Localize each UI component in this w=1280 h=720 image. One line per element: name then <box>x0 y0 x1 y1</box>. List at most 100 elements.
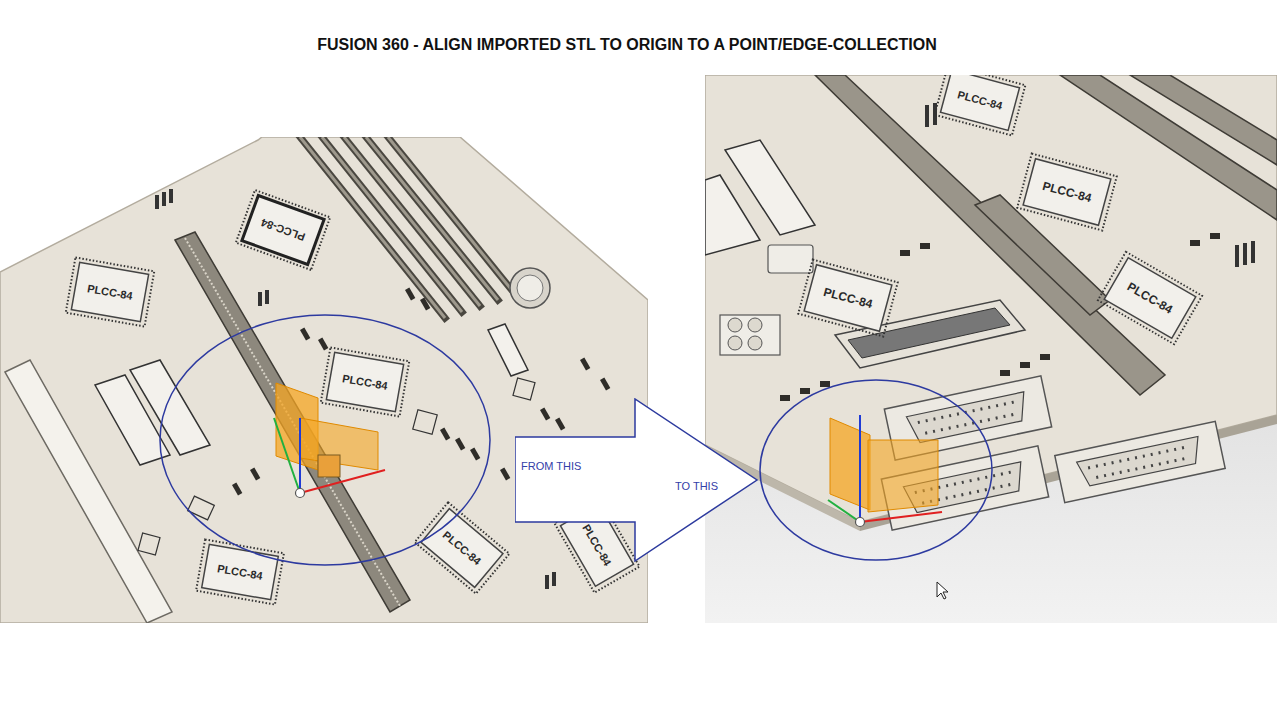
db25-connectors-part-part <box>906 392 1029 444</box>
db25-connectors-part-part <box>1088 446 1190 468</box>
smd-pads-part <box>920 243 930 249</box>
dip-chips-part <box>130 360 210 455</box>
smd-pads-part <box>300 328 310 341</box>
pin-headers-part <box>169 189 173 203</box>
small-ic-part <box>413 410 437 434</box>
arrow-outline-svg <box>515 398 758 562</box>
coin-battery <box>510 268 550 308</box>
db25-connectors-part-part <box>1096 458 1186 477</box>
origin-gizmo-part <box>299 418 301 493</box>
origin-gizmo-part <box>830 418 870 510</box>
ram-slot-fill-part <box>322 137 462 312</box>
plcc-chips-part-part <box>804 265 892 332</box>
smd-pads-part <box>318 338 328 351</box>
ram-slot-fill-part <box>344 137 480 306</box>
plcc-chips-part-part <box>935 75 1026 135</box>
smd-pads-part <box>405 288 415 301</box>
plcc-chips-part-part <box>798 260 897 337</box>
plcc-chips-part-part <box>940 75 1019 130</box>
smd-pads-part <box>250 468 260 481</box>
origin-gizmo-part <box>274 418 300 493</box>
plcc-chips-part-part <box>1098 252 1202 344</box>
capacitors-part <box>748 336 762 350</box>
origin-gizmo-part <box>318 455 340 477</box>
arrow-outline <box>515 399 757 561</box>
db25-connectors-part-part <box>1055 421 1225 502</box>
origin-gizmo-part <box>300 470 385 493</box>
plcc-chips-part-part <box>1023 159 1111 226</box>
plcc-chips-part-part <box>202 544 279 599</box>
plcc-chips-part <box>798 260 897 337</box>
capacitors-part <box>728 318 742 332</box>
smd-pads-part <box>500 468 510 481</box>
small-ic-part <box>188 496 215 520</box>
plcc-chips-part-part <box>71 262 148 321</box>
smd-pads-part <box>1040 354 1050 360</box>
mouse-cursor <box>937 582 948 599</box>
highlight-ellipse <box>760 380 992 560</box>
pin-headers-part <box>265 290 269 304</box>
right-render <box>705 75 1277 623</box>
left-render <box>0 137 648 623</box>
smd-pads-part <box>455 438 465 451</box>
plcc-chips-part-part <box>236 190 330 270</box>
ram-slot-fill-part <box>388 137 515 294</box>
plcc-chips <box>66 190 640 605</box>
pin-headers-part <box>925 105 929 127</box>
plcc-chips-part-part <box>1104 258 1196 339</box>
pin-headers-part <box>1243 243 1247 265</box>
origin-gizmo-part <box>828 500 860 522</box>
smd-pads-part <box>800 388 810 394</box>
plcc-chips-part <box>1017 154 1116 231</box>
arrow-caption: TO THIS <box>675 480 718 492</box>
smd-pads-part <box>1190 240 1200 246</box>
panel-ground <box>0 137 648 623</box>
plcc-chips-part <box>66 257 155 326</box>
pin-headers <box>925 103 1255 267</box>
smd-pads-part <box>420 298 430 311</box>
ram-slot-fill-part <box>366 137 498 300</box>
expansion-slot <box>1130 75 1277 165</box>
pin-headers-part <box>545 575 549 589</box>
plcc-chips-part <box>935 75 1026 135</box>
smd-pads-part <box>580 358 590 371</box>
plcc-chips-part-part <box>321 347 410 416</box>
capacitors-part <box>720 315 780 355</box>
smd-pads-part <box>820 381 830 387</box>
smd-pads-part <box>232 483 242 496</box>
db25-connectors-part <box>1055 421 1225 502</box>
plcc-chips-part <box>1098 252 1202 344</box>
ram-slots <box>300 137 515 318</box>
dip-chips-part <box>488 324 528 376</box>
arrow-shape: FROM THISTO THIS <box>515 398 758 562</box>
origin-gizmo-part <box>296 489 305 498</box>
plcc-chips-part <box>236 190 330 270</box>
pin-headers-part <box>552 572 556 586</box>
floor <box>705 75 1277 623</box>
slot-contacts <box>185 238 400 606</box>
smd-pads-part <box>470 448 480 461</box>
small-ic-part <box>138 533 160 555</box>
pin-headers-part <box>155 195 159 209</box>
plcc-chips-part-part <box>421 509 503 588</box>
pin-headers <box>155 189 556 589</box>
plcc-chips <box>798 75 1202 344</box>
coin-battery-top <box>517 275 543 301</box>
dip-chips-part <box>705 175 760 255</box>
expansion-slot <box>175 232 410 612</box>
capacitors-part <box>748 318 762 332</box>
origin-gizmo-part <box>868 440 938 512</box>
smd-pads-part <box>600 378 610 391</box>
smd-pads-part <box>1000 370 1010 376</box>
smd-pads-part <box>1020 362 1030 368</box>
origin-gizmo-part <box>856 518 865 527</box>
origin-gizmo-part <box>860 512 942 522</box>
smd-pads-part <box>555 418 565 431</box>
plcc-chips-part <box>321 347 410 416</box>
ram-slot-fill <box>300 137 515 318</box>
pcb-board <box>0 137 648 623</box>
pin-headers-part <box>1251 241 1255 263</box>
db25-connectors-part-part <box>918 402 1016 423</box>
smd-pads-part <box>540 408 550 421</box>
dip-chips <box>705 140 815 255</box>
